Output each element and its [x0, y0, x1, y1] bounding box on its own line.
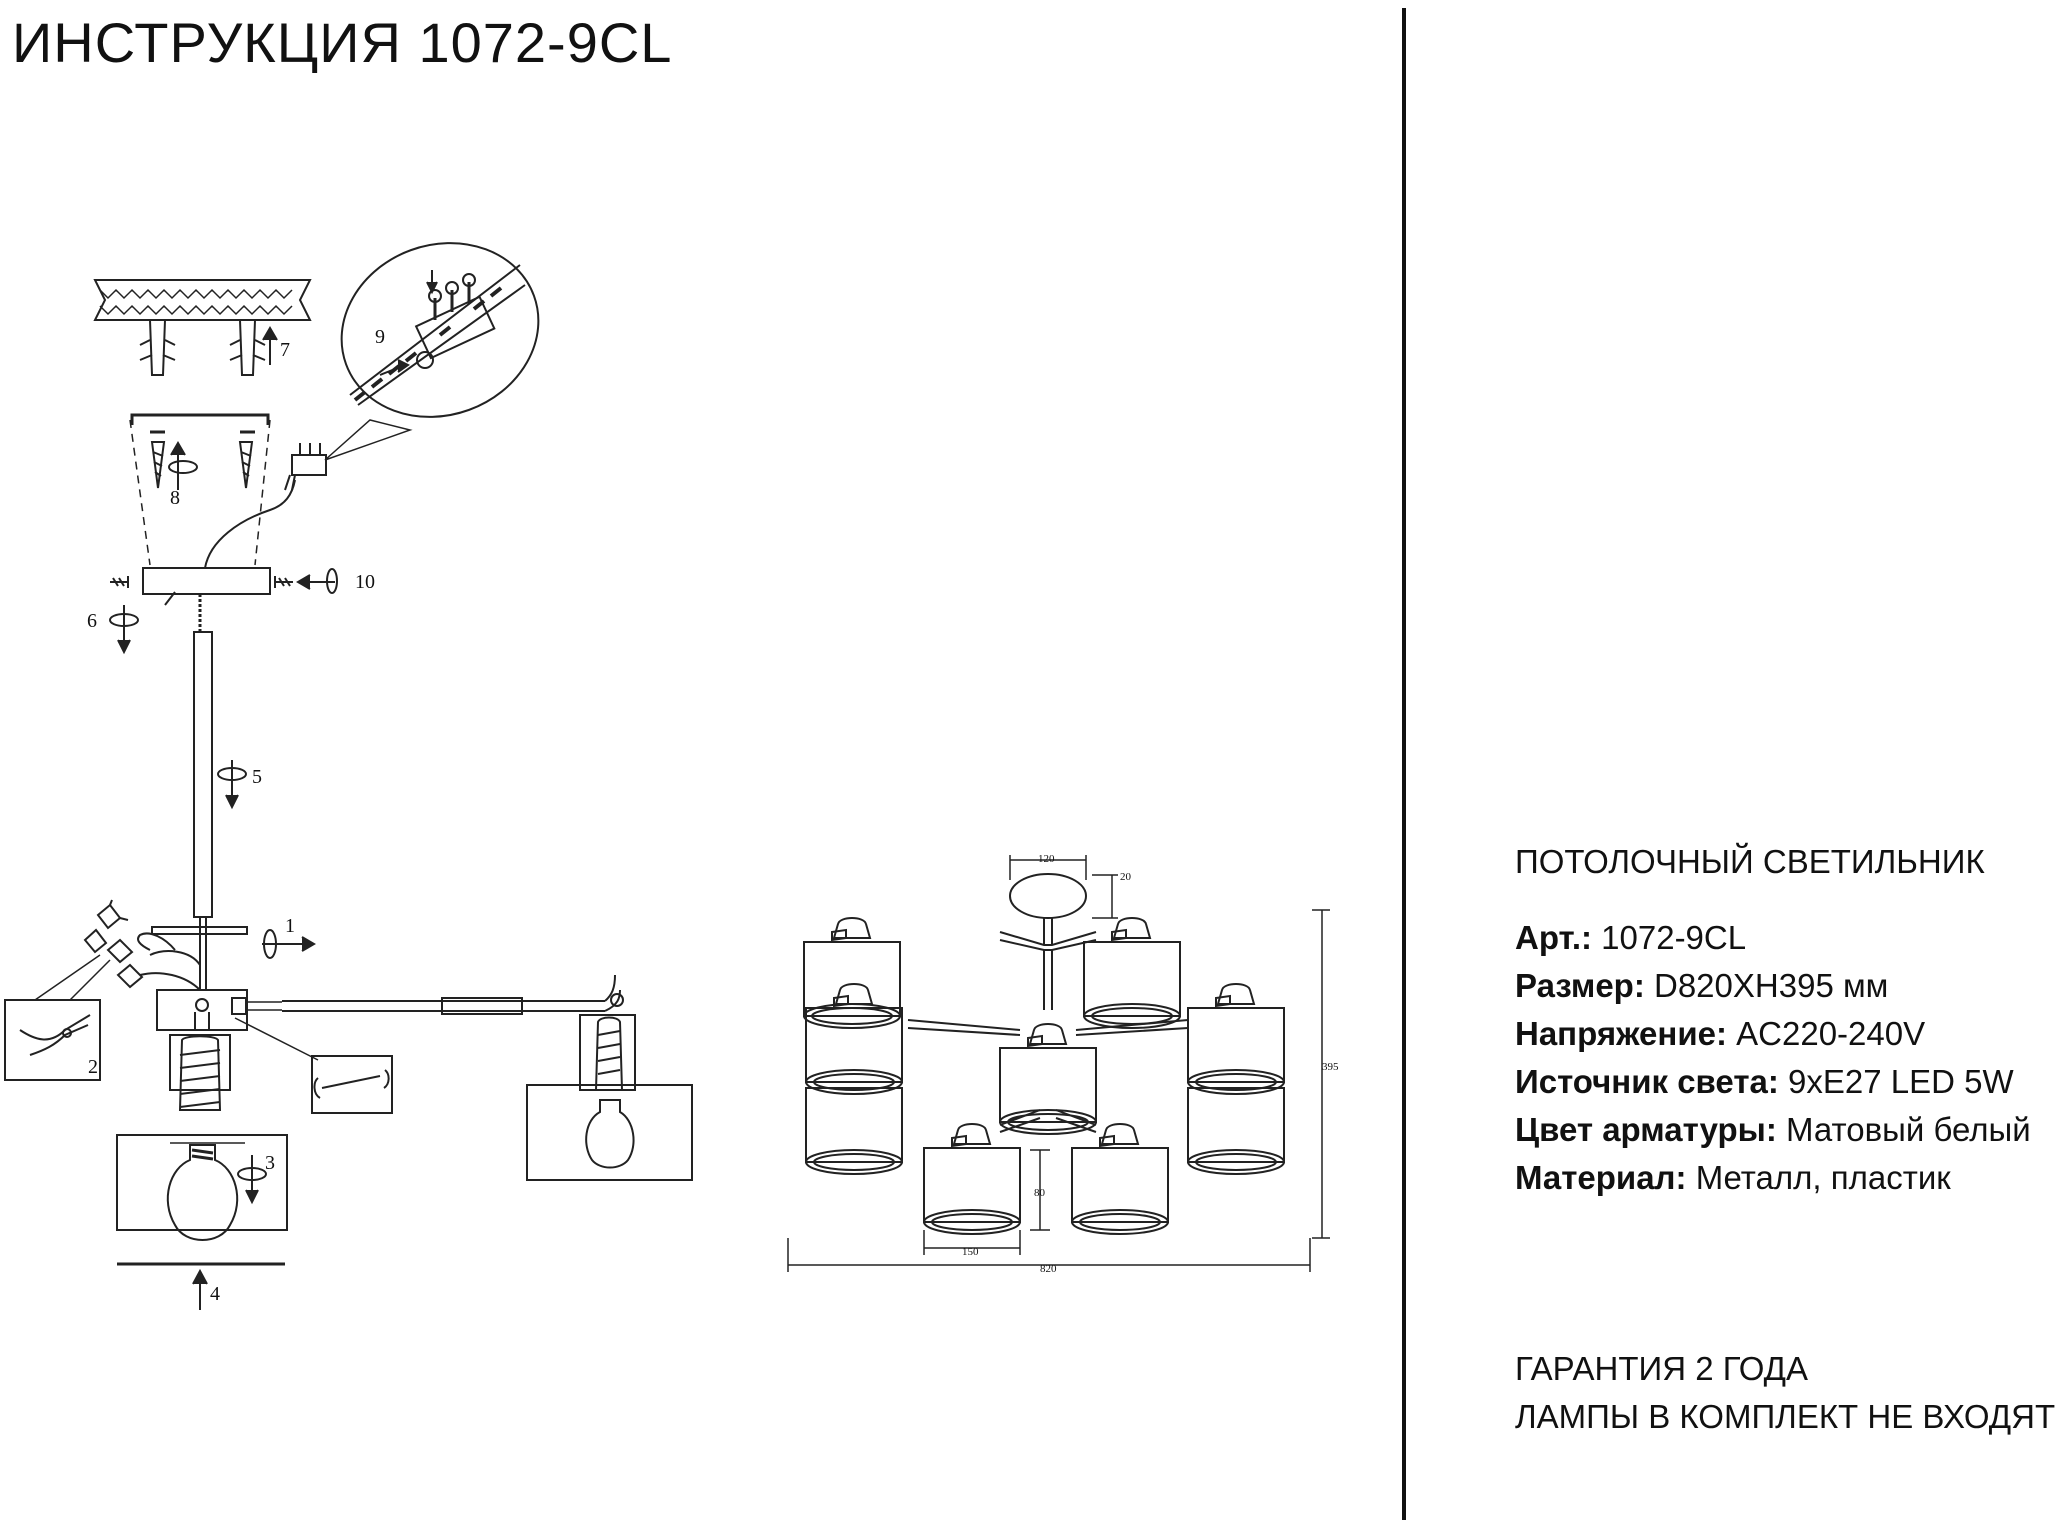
- dimension-label: 150: [962, 1246, 979, 1258]
- step-label: 5: [252, 766, 262, 788]
- step-label: 2: [88, 1056, 98, 1078]
- spec-label: Цвет арматуры:: [1515, 1111, 1777, 1148]
- diagram-area: 1 2 3 4 5 6 7 8 9 10: [4, 242, 1339, 1310]
- step-label: 10: [355, 571, 375, 593]
- step-label: 8: [170, 487, 180, 509]
- wire-connectors: [83, 899, 201, 991]
- terminal-block: [284, 443, 327, 491]
- spec-value: 1072-9CL: [1601, 919, 1747, 956]
- spec-label: Источник света:: [1515, 1063, 1779, 1100]
- wrench-icon: [234, 1017, 393, 1114]
- wall-plug-right: [229, 319, 266, 376]
- dimension-label: 20: [1120, 871, 1132, 883]
- lamp-arm: [231, 974, 624, 1015]
- page-title: ИНСТРУКЦИЯ 1072-9CL: [12, 11, 673, 74]
- dimension-drawing: 120 20 80 150 820 395: [787, 853, 1339, 1275]
- stem-rod: [193, 594, 213, 990]
- spec-row: Материал: Металл, пластик: [1515, 1154, 2060, 1202]
- notes: ГАРАНТИЯ 2 ГОДА ЛАМПЫ В КОМПЛЕКТ НЕ ВХОД…: [1515, 1345, 2055, 1441]
- bulbs-note: ЛАМПЫ В КОМПЛЕКТ НЕ ВХОДЯТ: [1515, 1398, 2056, 1435]
- step-label: 7: [280, 339, 290, 361]
- spec-row: Цвет арматуры: Матовый белый: [1515, 1106, 2060, 1154]
- canopy-screw-right: [274, 576, 293, 588]
- screw-right: [238, 441, 254, 489]
- ceiling-texture: [93, 279, 312, 321]
- canopy-screw-left: [110, 576, 129, 588]
- assembly-diagram: 1 2 3 4 5 6 7 8 9 10: [4, 242, 693, 1310]
- step-label: 9: [375, 326, 385, 348]
- wall-plug-left: [139, 319, 176, 376]
- magnifier-bubble: [324, 242, 540, 461]
- arrow-up-icon: [192, 1268, 208, 1310]
- dimension-label: 120: [1038, 853, 1055, 865]
- arrow-up-icon: [262, 326, 278, 365]
- mounting-bracket: [130, 413, 270, 434]
- spec-value: 9хE27 LED 5W: [1788, 1063, 2014, 1100]
- rotate-arrow-icon: [109, 605, 139, 655]
- spec-label: Материал:: [1515, 1159, 1687, 1196]
- warranty-note: ГАРАНТИЯ 2 ГОДА: [1515, 1350, 1809, 1387]
- shade-right: [526, 1014, 693, 1181]
- vertical-divider: [1402, 8, 1406, 1520]
- spec-row: Напряжение: AC220-240V: [1515, 1010, 2060, 1058]
- spec-label: Размер:: [1515, 967, 1645, 1004]
- spec-label: Напряжение:: [1515, 1015, 1727, 1052]
- dimension-label: 820: [1040, 1263, 1057, 1275]
- spec-row: Источник света: 9хE27 LED 5W: [1515, 1058, 2060, 1106]
- step-label: 4: [210, 1283, 220, 1305]
- spec-value: D820XH395 мм: [1654, 967, 1889, 1004]
- screw-left: [150, 441, 166, 489]
- rotate-arrow-icon: [217, 760, 247, 810]
- step-label: 6: [87, 610, 97, 632]
- rotate-arrow-icon: [237, 1155, 267, 1205]
- dimension-label: 80: [1034, 1187, 1046, 1199]
- spec-row: Арт.: 1072-9CL: [1515, 914, 2060, 962]
- shade-left: [116, 1134, 288, 1241]
- rotate-arrow-icon: [168, 441, 198, 490]
- product-type: ПОТОЛОЧНЫЙ СВЕТИЛЬНИК: [1515, 843, 1985, 880]
- socket-housing: [156, 989, 248, 1111]
- step-label: 3: [265, 1152, 275, 1174]
- pliers-icon: [4, 999, 101, 1081]
- dimension-label: 395: [1322, 1061, 1339, 1073]
- spec-row: Размер: D820XH395 мм: [1515, 962, 2060, 1010]
- spec-value: Матовый белый: [1786, 1111, 2031, 1148]
- arrow-left-icon: [296, 568, 338, 594]
- step-label: 1: [285, 915, 295, 937]
- arrow-right-icon: [262, 929, 316, 959]
- spec-value: AC220-240V: [1736, 1015, 1926, 1052]
- product-specs: ПОТОЛОЧНЫЙ СВЕТИЛЬНИК Арт.: 1072-9CL Раз…: [1515, 838, 2060, 1202]
- spec-value: Металл, пластик: [1695, 1159, 1951, 1196]
- canopy: [142, 567, 271, 606]
- spec-label: Арт.:: [1515, 919, 1592, 956]
